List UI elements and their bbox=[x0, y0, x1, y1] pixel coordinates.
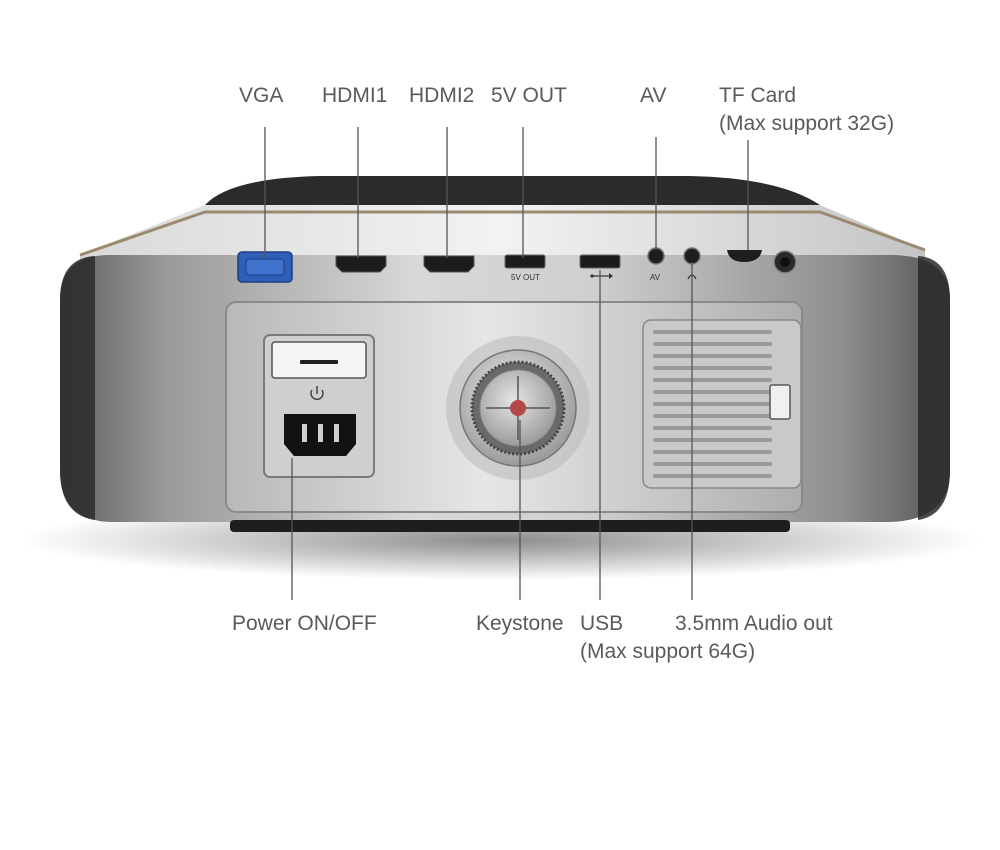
av-marking: AV bbox=[650, 273, 661, 282]
5v-out-port[interactable] bbox=[504, 254, 546, 269]
hdmi1-label: HDMI1 bbox=[322, 84, 388, 107]
top-lid bbox=[205, 176, 820, 205]
tf-card-note: (Max support 32G) bbox=[719, 112, 895, 135]
power-label: Power ON/OFF bbox=[232, 612, 377, 635]
tf-card-slot[interactable] bbox=[727, 250, 762, 262]
usb-symbol-icon bbox=[590, 273, 613, 279]
usb-label: USB bbox=[580, 612, 624, 635]
hdmi1-port[interactable] bbox=[335, 255, 387, 273]
right-edge bbox=[918, 256, 950, 520]
left-edge bbox=[60, 256, 95, 520]
top-band bbox=[80, 205, 925, 262]
dc-jack bbox=[773, 250, 797, 274]
power-icon bbox=[310, 386, 324, 400]
hdmi2-label: HDMI2 bbox=[409, 84, 475, 107]
av-port[interactable] bbox=[647, 247, 665, 265]
lock-tab bbox=[769, 384, 791, 420]
vent-grille bbox=[642, 319, 802, 489]
bottom-leader-lines bbox=[291, 262, 693, 600]
usb-port[interactable] bbox=[579, 254, 621, 269]
usb-note: (Max support 64G) bbox=[580, 640, 756, 663]
base-feet bbox=[230, 520, 790, 532]
top-leader-lines bbox=[264, 127, 749, 258]
keystone-center-dot bbox=[510, 400, 526, 416]
keystone-label: Keystone bbox=[476, 612, 564, 635]
power-module bbox=[263, 334, 375, 478]
5v-out-marking: 5V OUT bbox=[511, 273, 540, 282]
audio-label: 3.5mm Audio out bbox=[675, 612, 833, 635]
gold-trim bbox=[79, 210, 926, 257]
tf-card-label: TF Card bbox=[719, 84, 797, 107]
keystone-knob[interactable] bbox=[446, 336, 590, 480]
av-label: AV bbox=[640, 84, 667, 107]
hdmi2-port[interactable] bbox=[423, 255, 475, 273]
vga-label: VGA bbox=[239, 84, 284, 107]
5v-out-label: 5V OUT bbox=[491, 84, 567, 107]
audio-port[interactable] bbox=[683, 247, 701, 265]
